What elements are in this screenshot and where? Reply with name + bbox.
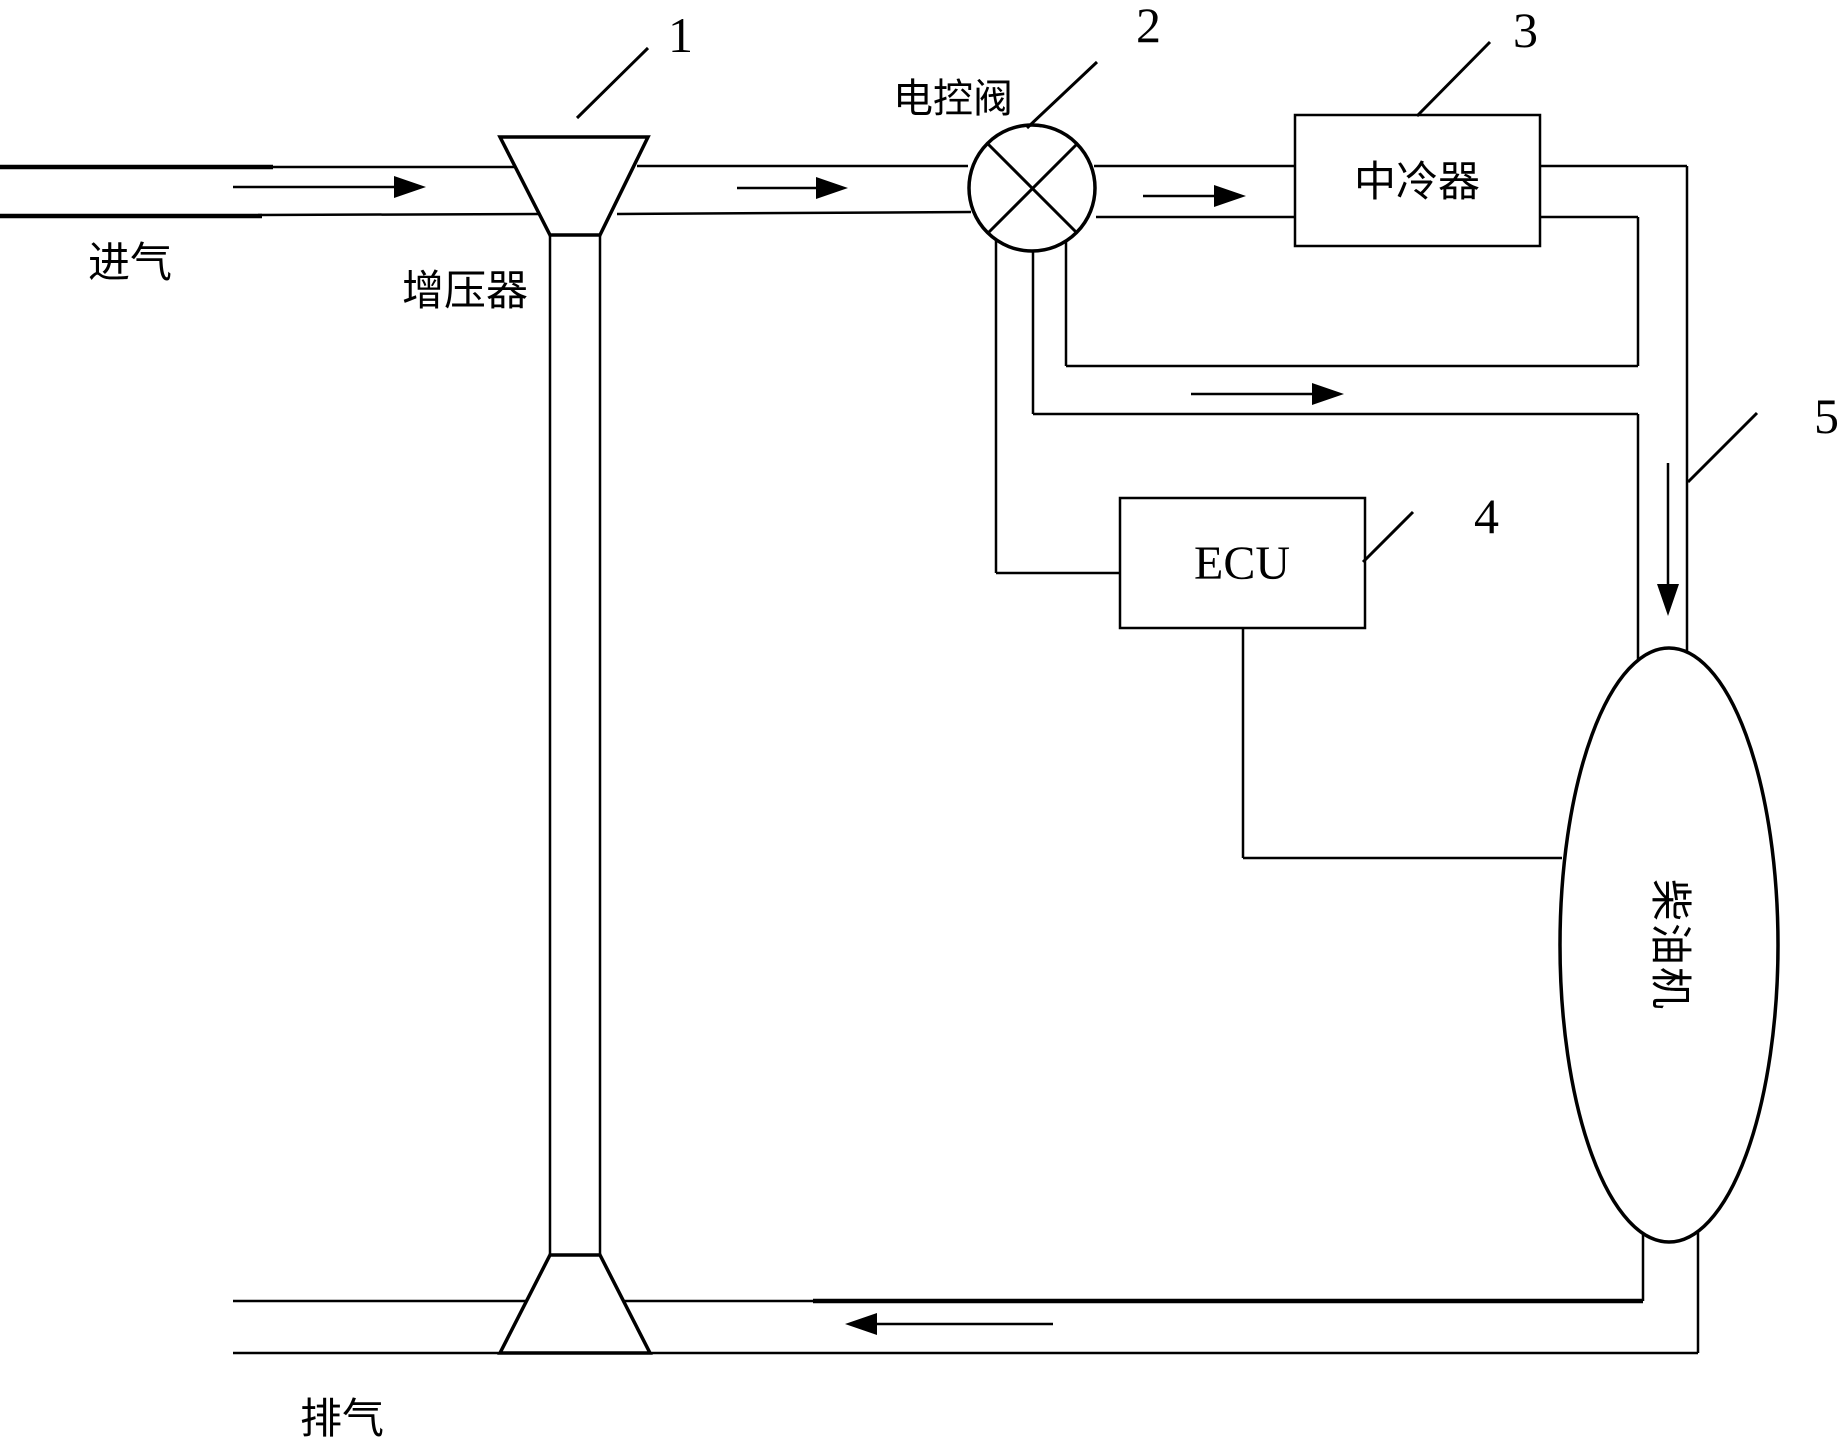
ref-number-ecu: 4 xyxy=(1474,488,1499,544)
ref-number-engine-intake-pipe: 5 xyxy=(1814,388,1839,444)
intercooler-label: 中冷器 xyxy=(1354,160,1480,206)
turbocharger-turbine-funnel xyxy=(497,1253,653,1355)
diesel-engine-block: 柴油机 xyxy=(1558,646,1780,1244)
compressor-valve-pipe-bottom xyxy=(616,210,972,216)
intercooler-engine-pipe xyxy=(1540,164,1689,660)
reference-leader-lines xyxy=(575,40,1759,564)
right-arrowhead-icon xyxy=(1214,185,1246,207)
ref-number-valve: 2 xyxy=(1136,0,1161,53)
right-arrowhead-icon xyxy=(1312,383,1344,405)
bypass-pipe xyxy=(1031,241,1638,416)
diesel-engine-label: 柴油机 xyxy=(1646,879,1692,1011)
engine-exhaust-pipe xyxy=(1641,1232,1700,1353)
valve-intercooler-flow-arrow xyxy=(1143,185,1246,207)
valve-cross-line-2 xyxy=(986,142,1079,235)
down-arrowhead-icon xyxy=(1657,584,1679,616)
turbocharger-label: 增压器 xyxy=(402,269,528,315)
leader-line-4 xyxy=(1361,510,1415,564)
intake-flow-arrow xyxy=(233,176,426,198)
valve-intercooler-pipe xyxy=(1094,164,1295,219)
intake-pipe-bottom xyxy=(257,212,541,217)
bypass-flow-arrow xyxy=(1191,383,1344,405)
left-arrowhead-icon xyxy=(845,1313,877,1335)
turbocharger-compressor-funnel xyxy=(497,135,651,237)
leader-line-2 xyxy=(1025,60,1099,130)
exhaust-flow-arrow xyxy=(845,1313,1053,1335)
exhaust-label: 排气 xyxy=(300,1397,384,1439)
exhaust-pipe xyxy=(233,1298,1698,1355)
leader-line-1 xyxy=(575,46,650,120)
intake-label: 进气 xyxy=(88,241,172,287)
ecu-label: ECU xyxy=(1194,537,1290,590)
leader-line-3 xyxy=(1415,40,1492,118)
right-arrowhead-icon xyxy=(816,177,848,199)
ecu-box xyxy=(1118,496,1367,630)
compressor-valve-flow-arrow xyxy=(737,177,848,199)
ref-number-intercooler: 3 xyxy=(1513,2,1538,58)
leader-line-5 xyxy=(1686,411,1759,484)
right-arrowhead-icon xyxy=(394,176,426,198)
control-valve-label: 电控阀 xyxy=(893,76,1013,121)
diesel-engine-ellipse xyxy=(1558,646,1780,1244)
intake-pipe xyxy=(0,164,972,219)
turbo-shaft xyxy=(548,235,602,1255)
ref-number-turbocharger: 1 xyxy=(668,7,693,63)
engine-inlet-flow-arrow xyxy=(1657,463,1679,616)
valve-ecu-wire xyxy=(994,240,1120,575)
ecu-block: ECU xyxy=(1118,496,1367,630)
intercooler-block: 中冷器 xyxy=(1293,113,1542,248)
ecu-engine-wire xyxy=(1241,628,1562,860)
electronic-control-valve-symbol xyxy=(967,123,1097,253)
